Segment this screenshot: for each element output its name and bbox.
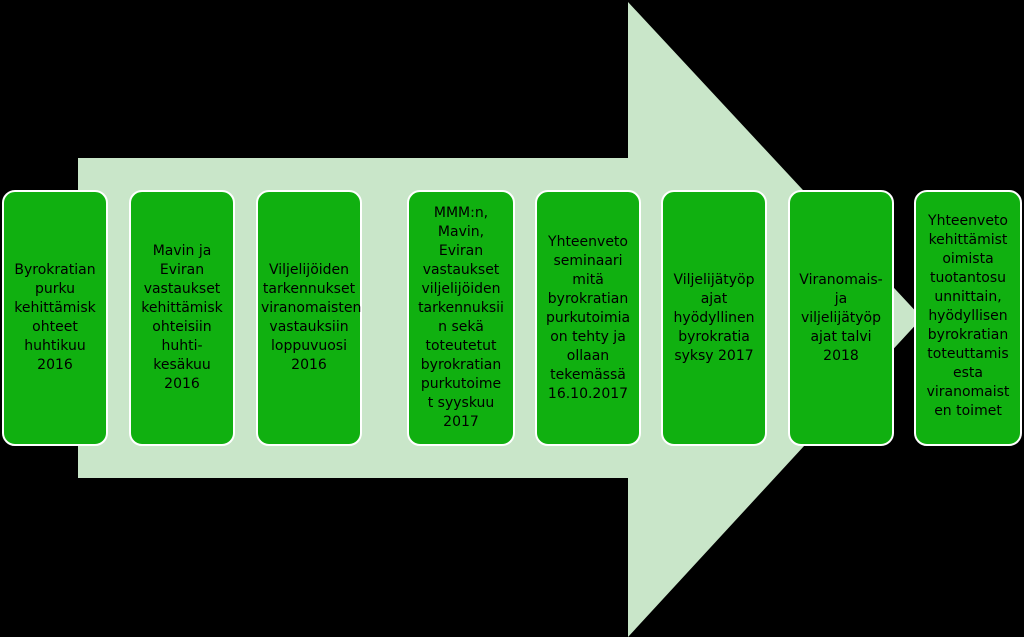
step-5-box: Yhteenveto seminaari mitä byrokratian pu… xyxy=(535,190,641,446)
step-7-label: Viranomais- ja viljelijätyöp ajat talvi … xyxy=(799,271,883,364)
step-3-label: Viljelijöiden tarkennukset viranomaisten… xyxy=(261,262,362,373)
step-2-label: Mavin ja Eviran vastaukset kehittämisk o… xyxy=(141,243,223,392)
step-8-label: Yhteenveto kehittämist oimista tuotantos… xyxy=(926,213,1010,419)
step-8-box: Yhteenveto kehittämist oimista tuotantos… xyxy=(914,190,1022,446)
step-4-box: MMM:n, Mavin, Eviran vastaukset viljelij… xyxy=(407,190,515,446)
step-7-box: Viranomais- ja viljelijätyöp ajat talvi … xyxy=(788,190,894,446)
step-6-label: Viljelijätyöp ajat hyödyllinen byrokrati… xyxy=(673,271,755,364)
step-5-label: Yhteenveto seminaari mitä byrokratian pu… xyxy=(545,233,631,402)
step-2-box: Mavin ja Eviran vastaukset kehittämisk o… xyxy=(129,190,235,446)
step-3-box: Viljelijöiden tarkennukset viranomaisten… xyxy=(256,190,362,446)
step-1-box: Byrokratian purku kehittämisk ohteet huh… xyxy=(2,190,108,446)
step-6-box: Viljelijätyöp ajat hyödyllinen byrokrati… xyxy=(661,190,767,446)
step-4-label: MMM:n, Mavin, Eviran vastaukset viljelij… xyxy=(418,205,504,430)
step-1-label: Byrokratian purku kehittämisk ohteet huh… xyxy=(14,262,96,373)
